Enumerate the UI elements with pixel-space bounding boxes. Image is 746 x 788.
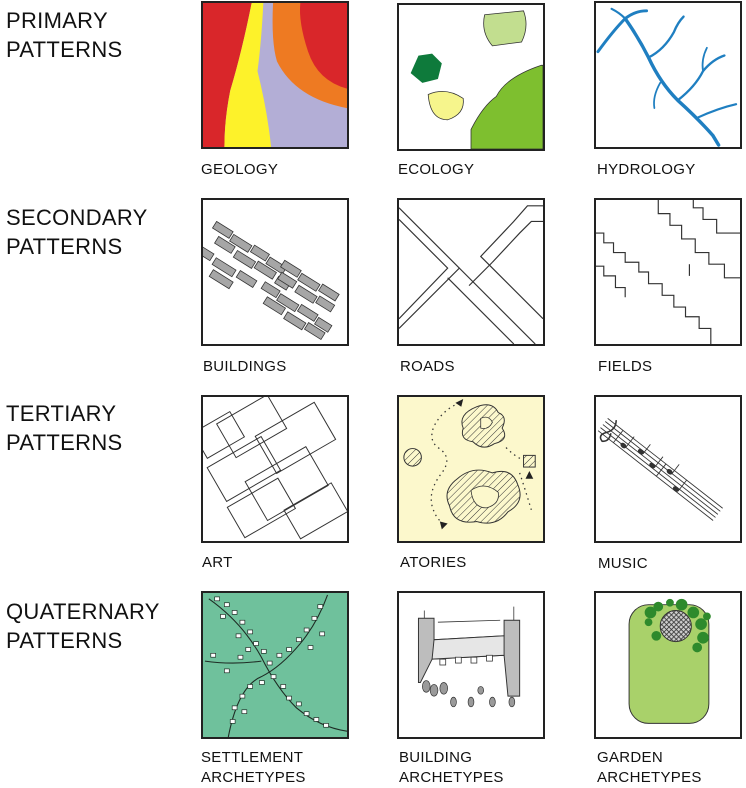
river-network-icon [594,1,742,149]
tile-caption: GEOLOGY [201,160,278,180]
row-title-primary: PRIMARY PATTERNS [6,6,122,64]
tile-caption: SETTLEMENT ARCHETYPES [201,748,306,788]
tile-caption: ART [202,553,233,573]
row-title-line: PATTERNS [6,628,123,653]
row-title-secondary: SECONDARY PATTERNS [6,203,148,261]
caption-line: HYDROLOGY [597,161,696,178]
caption-line: ECOLOGY [398,161,475,178]
building-plan-icon [397,591,545,739]
row-title-line: PATTERNS [6,234,123,259]
tile-caption: FIELDS [598,357,652,377]
caption-line: FIELDS [598,358,653,375]
caption-line: ART [202,554,233,571]
caption-line: ARCHETYPES [399,769,504,786]
caption-line: SETTLEMENT [201,749,304,766]
garden-plot-icon [594,591,742,739]
caption-line: BUILDING [399,749,473,766]
ecology-patches-icon [397,3,545,151]
caption-line: ARCHETYPES [597,769,702,786]
caption-line: ROADS [400,358,455,375]
road-crossing-icon [397,198,545,346]
row-title-quaternary: QUATERNARY PATTERNS [6,597,160,655]
settlement-crossroads-icon [201,591,349,739]
music-staff-icon [594,395,742,543]
row-title-line: QUATERNARY [6,599,160,624]
tile-caption: ATORIES [400,553,467,573]
tile-caption: GARDEN ARCHETYPES [597,748,702,788]
story-path-icon [397,395,545,543]
building-blocks-icon [201,198,349,346]
caption-line: GEOLOGY [201,161,279,178]
row-title-line: SECONDARY [6,205,148,230]
tile-caption: HYDROLOGY [597,160,696,180]
row-title-line: PATTERNS [6,430,123,455]
caption-line: GARDEN [597,749,663,766]
row-title-line: PATTERNS [6,37,123,62]
caption-line: MUSIC [598,555,648,572]
tile-caption: ROADS [400,357,455,377]
row-title-line: PRIMARY [6,8,108,33]
tile-caption: ECOLOGY [398,160,474,180]
overlapping-rectangles-icon [201,395,349,543]
tile-caption: BUILDINGS [203,357,287,377]
geology-map-icon [201,1,349,149]
caption-line: ARCHETYPES [201,769,306,786]
caption-line: BUILDINGS [203,358,287,375]
row-title-line: TERTIARY [6,401,117,426]
caption-line: ATORIES [400,554,467,571]
tile-caption: BUILDING ARCHETYPES [399,748,504,788]
row-title-tertiary: TERTIARY PATTERNS [6,399,122,457]
field-boundaries-icon [594,198,742,346]
tile-caption: MUSIC [598,554,648,574]
